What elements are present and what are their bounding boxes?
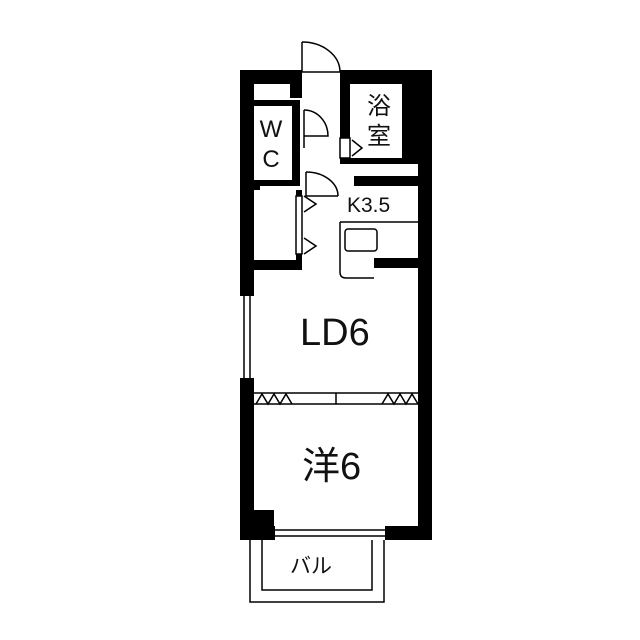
- hall-door: [305, 171, 339, 197]
- kitchen-counter: [339, 221, 418, 279]
- interior-walls: [254, 84, 418, 270]
- entrance-door: [301, 41, 341, 73]
- kitchen-label: K3.5: [347, 194, 391, 217]
- partition-doors: [254, 392, 419, 406]
- balcony-label: バル: [290, 555, 332, 578]
- closet-doors: [295, 195, 318, 255]
- western-room-label: 洋6: [302, 446, 362, 488]
- wc-label: WC: [259, 116, 283, 173]
- balcony-window: [275, 526, 385, 540]
- window-left: [240, 296, 254, 378]
- corner-column: [254, 510, 274, 526]
- living-dining-label: LD6: [300, 312, 370, 354]
- wc-door: [303, 109, 329, 148]
- bath-door: [339, 137, 364, 159]
- balcony: [249, 540, 385, 603]
- exterior-walls: [240, 70, 432, 540]
- bath-label: 浴室: [367, 93, 391, 150]
